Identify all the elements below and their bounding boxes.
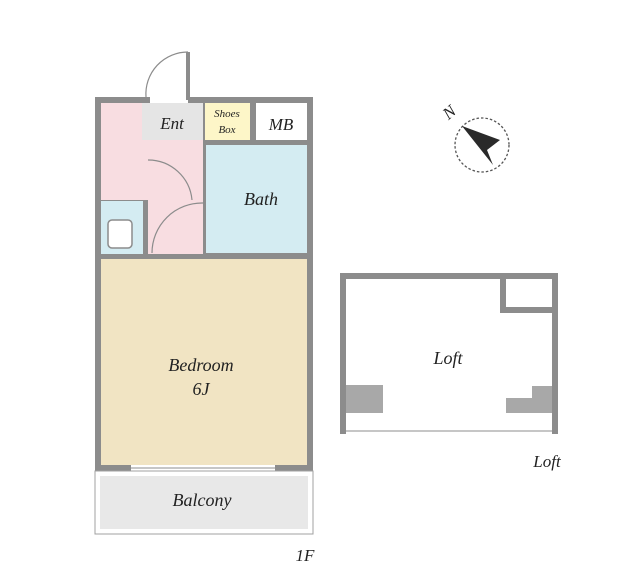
loft-stair-left <box>346 385 383 413</box>
bedroom <box>101 259 307 465</box>
bedroom-size-label: 6J <box>193 379 211 399</box>
meter-box <box>256 103 307 140</box>
north-label: N <box>438 100 461 124</box>
entrance-label: Ent <box>159 114 185 133</box>
loft-room-label: Loft <box>432 348 463 368</box>
loft-storage <box>506 279 552 307</box>
north-arrow-icon <box>462 126 500 165</box>
door-swing-kitchen <box>147 159 193 201</box>
loft-stair-right <box>506 386 552 413</box>
shoes-box-label-line2: Box <box>218 124 235 136</box>
balcony <box>100 476 308 529</box>
loft-floor-label: Loft <box>532 452 562 471</box>
sink-icon <box>107 219 133 249</box>
bath-label: Bath <box>244 189 278 209</box>
entrance <box>142 103 203 140</box>
hallway-lower <box>148 198 203 254</box>
bedroom-label: Bedroom <box>168 355 233 375</box>
hallway <box>101 140 203 200</box>
compass: N <box>438 100 510 173</box>
floor-1f: Ent Shoes Box MB Bath Bedroom 6J Balcony… <box>94 51 316 565</box>
shoes-box <box>205 103 250 140</box>
loft-plan: Loft Loft <box>340 273 562 471</box>
door-swing-bath <box>151 202 204 254</box>
balcony-label: Balcony <box>173 490 232 510</box>
entrance-door-swing <box>145 51 189 98</box>
shoes-box-label-line1: Shoes <box>214 108 240 120</box>
floor-1f-label: 1F <box>296 546 316 565</box>
bath <box>206 145 307 253</box>
meter-box-label: MB <box>268 115 294 134</box>
entrance-door-opening <box>150 97 188 103</box>
